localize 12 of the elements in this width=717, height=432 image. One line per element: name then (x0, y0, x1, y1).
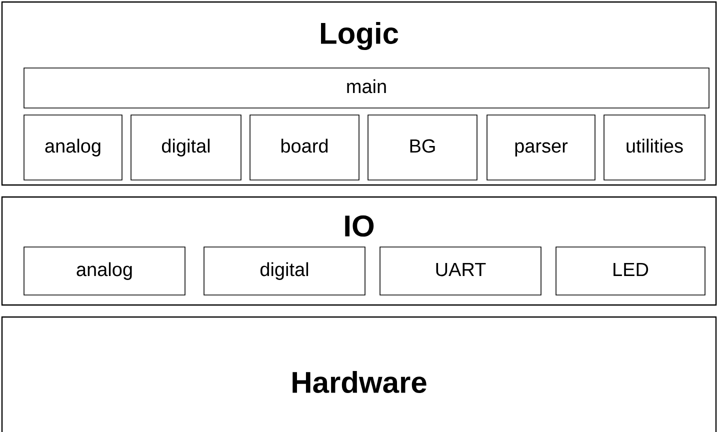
module-box: digital (204, 246, 366, 296)
module-box: analog (24, 114, 122, 180)
module-box: main (24, 68, 710, 108)
module-box: digital (130, 114, 242, 180)
module-box: UART (380, 246, 542, 296)
module-box: analog (24, 246, 186, 296)
module-box: BG (368, 114, 478, 180)
module-box: parser (486, 114, 596, 180)
layer-box: Hardware (1, 316, 717, 432)
module-box: board (250, 114, 360, 180)
module-box: LED (556, 246, 706, 296)
module-box: utilities (604, 114, 706, 180)
